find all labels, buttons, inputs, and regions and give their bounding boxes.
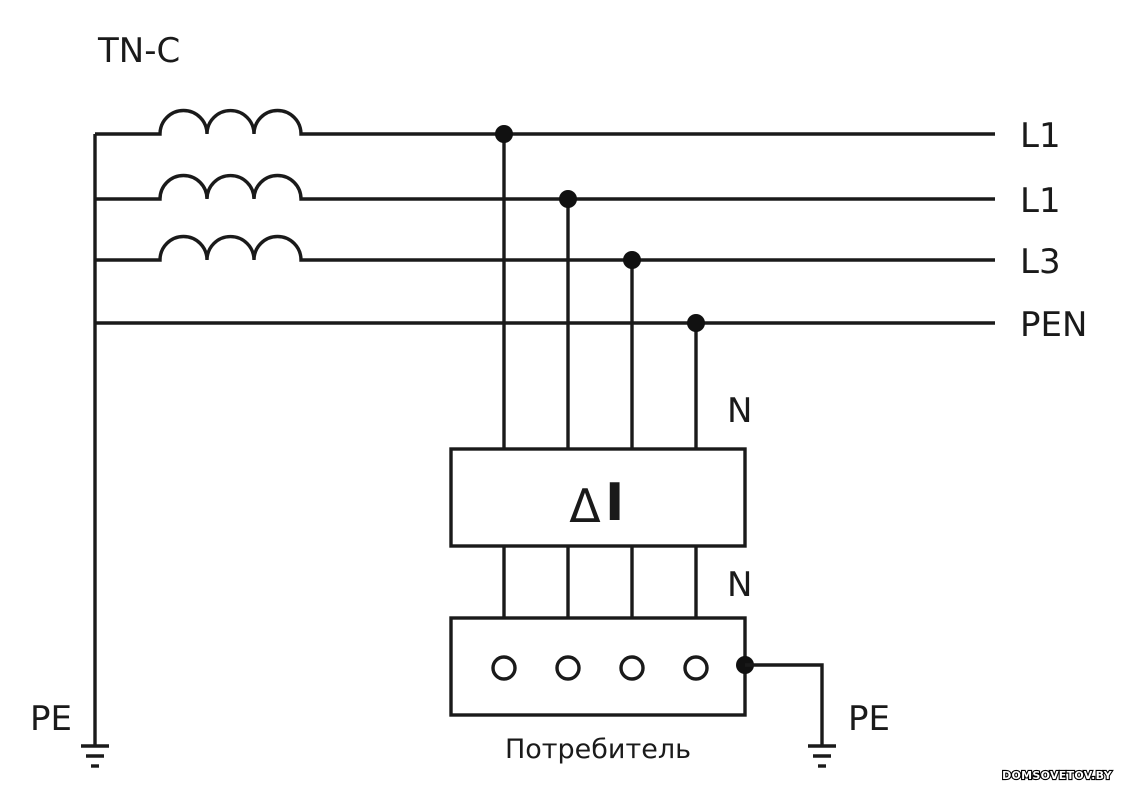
- diagram-title: TN-C: [97, 31, 180, 71]
- watermark: DOMSOVETOV.BY: [1002, 769, 1113, 782]
- n-label-bottom: N: [727, 565, 752, 605]
- line-label-l1-a: L1: [1020, 116, 1061, 156]
- line-l1-a: [95, 108, 995, 136]
- consumer-pe-wire: [745, 663, 824, 745]
- ground-icon-right: [808, 744, 836, 768]
- line-label-pen: PEN: [1020, 305, 1087, 345]
- line-l1-b: [95, 173, 995, 201]
- junction-dot-l1-a: [495, 125, 513, 143]
- junction-dot-pen: [687, 314, 705, 332]
- n-label-top: N: [727, 391, 752, 431]
- junction-dot-l3: [623, 251, 641, 269]
- line-l3-wire: [95, 234, 995, 262]
- consumer-terminal-3: [619, 655, 645, 681]
- line-l3: [95, 234, 995, 262]
- junction-dot-l1-b: [559, 190, 577, 208]
- rcd-box: [449, 447, 747, 548]
- consumer-terminal-2: [555, 655, 581, 681]
- consumer-label: Потребитель: [505, 734, 691, 765]
- line-l1-a-wire: [95, 108, 995, 136]
- rcd-delta-symbol: Δ: [569, 479, 601, 533]
- consumer-terminal-4: [683, 655, 709, 681]
- line-label-l1-b: L1: [1020, 181, 1061, 221]
- rcd-current-symbol: I: [605, 473, 624, 533]
- line-label-l3: L3: [1020, 242, 1061, 282]
- pe-label-left: PE: [30, 699, 72, 739]
- consumer-terminal-1: [491, 655, 517, 681]
- line-l1-b-wire: [95, 173, 995, 201]
- ground-icon-left: [81, 744, 109, 768]
- pe-label-right: PE: [848, 699, 890, 739]
